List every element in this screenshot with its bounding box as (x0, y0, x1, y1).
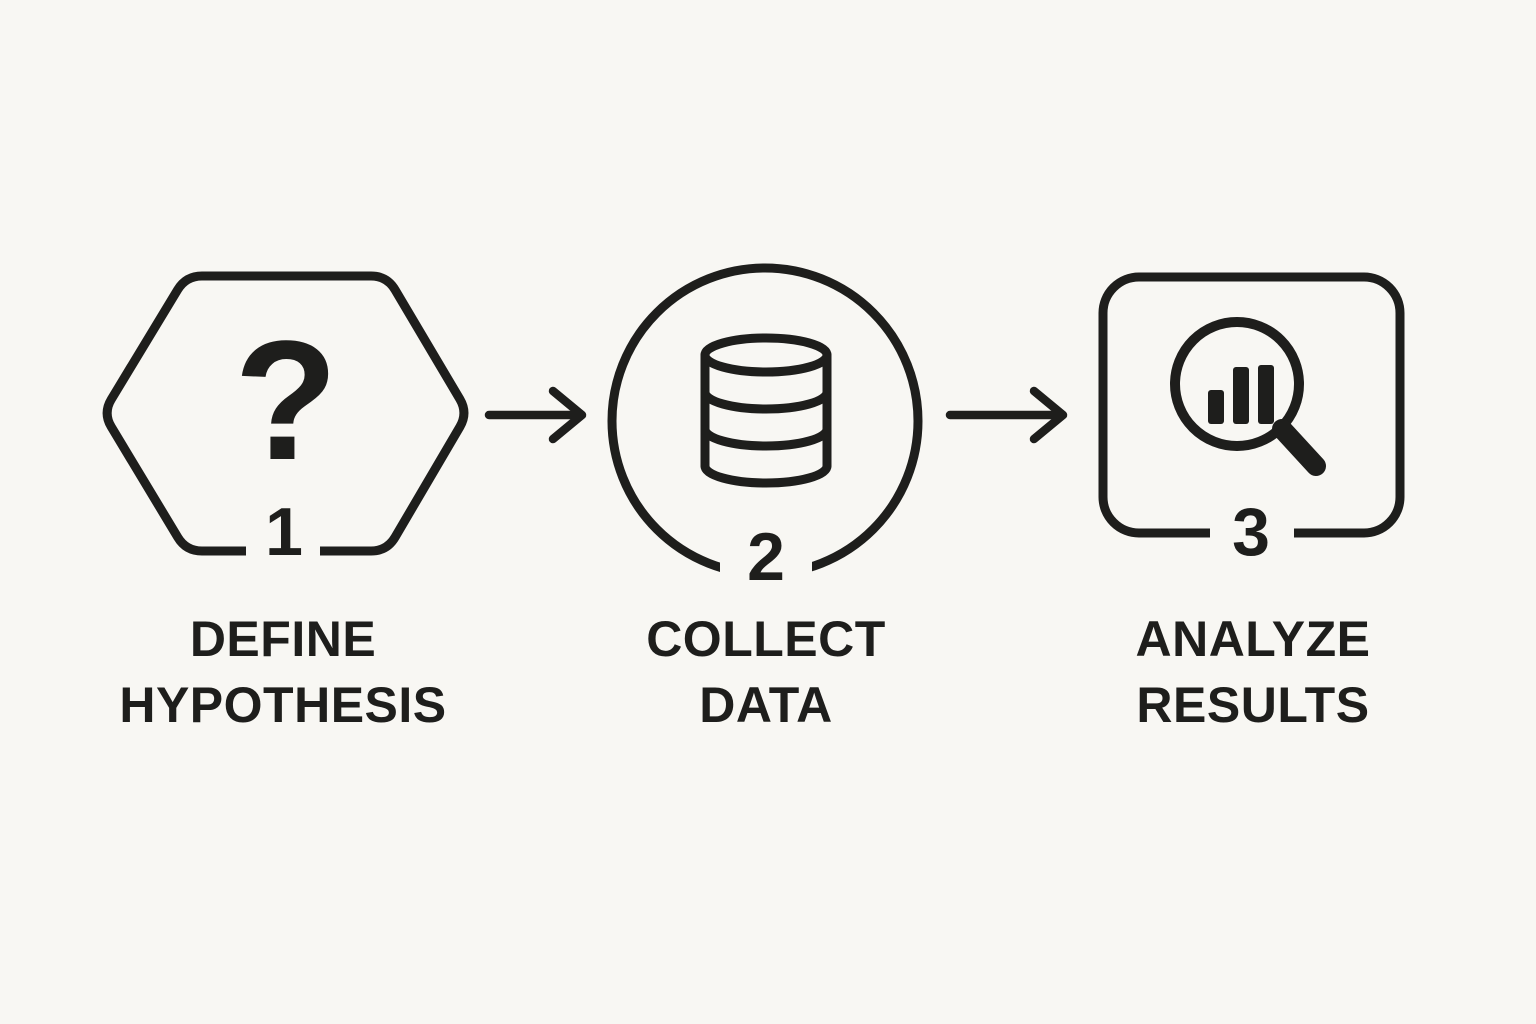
step-label-line: ANALYZE (1135, 611, 1371, 667)
rounded-square-number-gap (1210, 523, 1294, 544)
step-label-line: DATA (699, 677, 833, 733)
hexagon-shape (102, 271, 469, 556)
magnifier-bar-chart-icon (1170, 317, 1326, 476)
circle-number-gap (720, 556, 812, 588)
step-label-line: HYPOTHESIS (119, 677, 447, 733)
step-label-define-hypothesis: DEFINE HYPOTHESIS (83, 606, 483, 738)
arrow-right-icon (945, 386, 1068, 444)
step-number-3: 3 (1232, 494, 1270, 570)
step-number-2: 2 (747, 519, 785, 595)
step-label-line: RESULTS (1136, 677, 1370, 733)
step-number-1: 1 (265, 494, 303, 570)
step-label-line: COLLECT (646, 611, 886, 667)
step-label-collect-data: COLLECT DATA (566, 606, 966, 738)
step-label-analyze-results: ANALYZE RESULTS (1053, 606, 1453, 738)
hexagon-number-gap (246, 540, 320, 562)
database-icon (700, 333, 832, 488)
question-mark-icon: ? (234, 306, 338, 496)
arrow-right-icon (484, 386, 587, 444)
step-label-line: DEFINE (189, 611, 377, 667)
